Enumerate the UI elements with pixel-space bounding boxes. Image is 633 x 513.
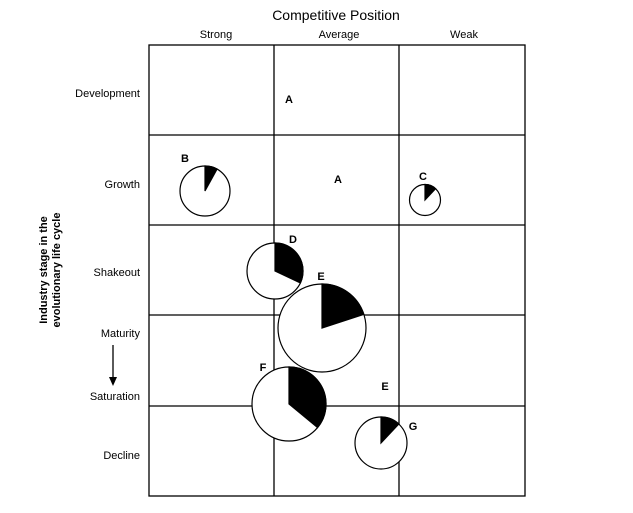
business-pie-b <box>179 165 231 217</box>
row-label-development: Development <box>75 88 140 100</box>
row-label-shakeout: Shakeout <box>94 267 140 279</box>
label-a-development: A <box>285 94 293 106</box>
y-axis-label-line1: Industry stage in the <box>38 216 50 324</box>
label-b: B <box>181 153 189 165</box>
y-axis-label-line2: evolutionary life cycle <box>51 213 63 328</box>
row-label-saturation: Saturation <box>90 391 140 403</box>
row-label-growth: Growth <box>105 179 140 191</box>
business-pie-d <box>246 242 304 300</box>
pie-b-share-wedge <box>204 165 218 192</box>
arrow-down-icon <box>109 345 117 386</box>
matrix-grid <box>148 44 526 497</box>
diagram-title: Competitive Position <box>272 7 400 23</box>
column-header-weak: Weak <box>450 29 478 41</box>
label-a-growth: A <box>334 174 342 186</box>
row-label-maturity: Maturity <box>101 328 141 340</box>
business-pie-c <box>408 183 442 217</box>
label-e-saturation: E <box>381 381 388 393</box>
column-header-average: Average <box>319 29 360 41</box>
column-header-strong: Strong <box>200 29 232 41</box>
label-f: F <box>260 362 267 374</box>
business-pie-f <box>251 366 327 442</box>
pie-f-share-wedge <box>288 366 327 429</box>
pie-d-share-wedge <box>274 242 304 284</box>
pie-c-share-wedge <box>424 183 437 202</box>
business-pie-e <box>277 283 367 373</box>
business-pie-g <box>354 416 408 470</box>
label-g: G <box>409 421 418 433</box>
label-c: C <box>419 171 427 183</box>
grid-border <box>148 44 526 497</box>
row-label-decline: Decline <box>103 450 140 462</box>
y-axis-label: Industry stage in the evolutionary life … <box>38 213 63 328</box>
pie-e-share-wedge <box>321 283 365 329</box>
business-pies <box>179 165 442 470</box>
label-e-shakeout: E <box>317 271 324 283</box>
pie-g-share-wedge <box>380 416 400 445</box>
label-d: D <box>289 234 297 246</box>
